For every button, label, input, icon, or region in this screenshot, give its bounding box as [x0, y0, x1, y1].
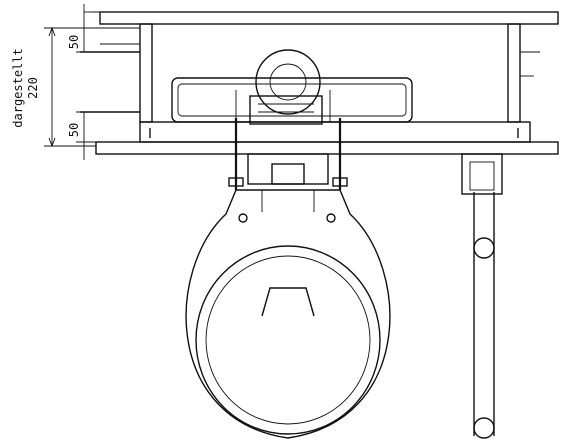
wc-bowl: [185, 189, 391, 439]
mounting-bolts: [149, 118, 519, 190]
seat-hole-left: [238, 213, 248, 223]
waste-pipe-left: [80, 43, 140, 113]
installation-frame: [139, 23, 540, 123]
drain-outlet: [261, 287, 315, 317]
bowl-opening: [195, 245, 381, 435]
flush-pipe-right: [461, 153, 503, 439]
floor-slab: [95, 121, 559, 155]
drain-elbow: [249, 49, 323, 125]
ceiling-slab: [92, 11, 559, 25]
connection-collar: [247, 153, 329, 212]
dimension-lines: [44, 4, 140, 160]
dimension-bottom: 50: [67, 123, 81, 137]
vertical-label: dargestellt: [11, 48, 25, 127]
flush-cistern: [171, 77, 413, 123]
dimension-total: 220: [26, 77, 40, 99]
dimension-top: 50: [67, 35, 81, 49]
seat-hole-right: [326, 213, 336, 223]
